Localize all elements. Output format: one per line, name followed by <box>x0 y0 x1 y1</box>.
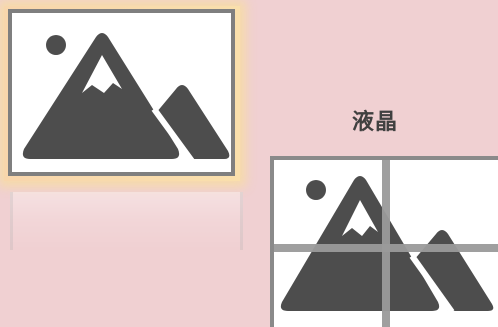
grid-divider-vertical <box>382 160 390 327</box>
image-reflection <box>10 192 243 250</box>
grid-image-card[interactable] <box>270 156 498 327</box>
grid-image-content <box>274 160 498 327</box>
image-placeholder-icon <box>22 33 230 163</box>
liquid-crystal-label: 液晶 <box>352 110 399 135</box>
grid-divider-horizontal <box>274 244 498 252</box>
selected-image-card[interactable] <box>8 9 235 176</box>
selected-image-content <box>12 13 231 172</box>
